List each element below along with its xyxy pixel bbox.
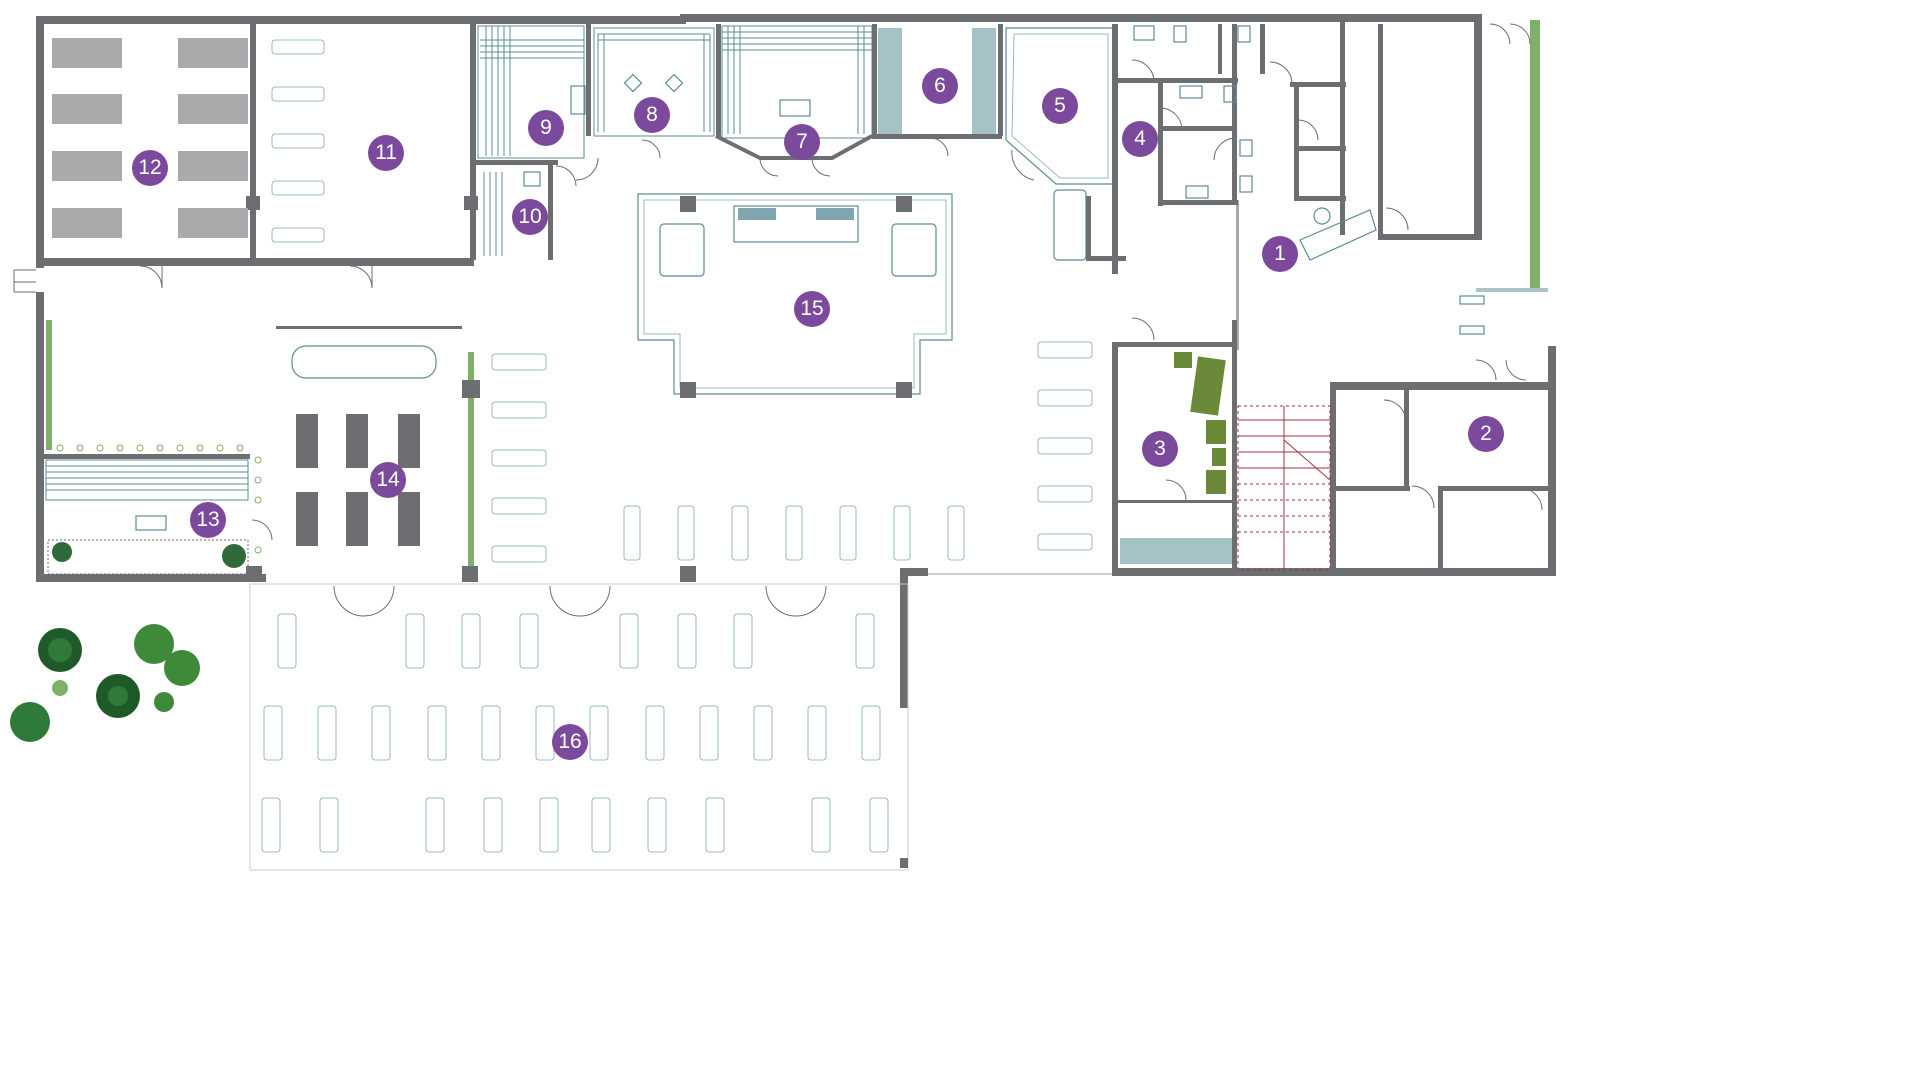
marker-5: 5 — [1042, 88, 1078, 124]
marker-16: 16 — [552, 724, 588, 760]
room-3 — [1112, 317, 1237, 576]
reception-area — [1236, 20, 1548, 381]
sauna-rooms — [476, 24, 873, 260]
marker-1: 1 — [1262, 236, 1298, 272]
area-14 — [246, 326, 696, 582]
marker-12: 12 — [132, 150, 168, 186]
marker-4: 4 — [1122, 121, 1158, 157]
marker-3: 3 — [1142, 431, 1178, 467]
treatment-tables — [52, 38, 248, 238]
rooms-5-6 — [872, 24, 1126, 274]
floor-plan — [10, 14, 1556, 871]
rooms-11-12 — [44, 24, 478, 289]
room-13 — [13, 269, 273, 575]
marker-11: 11 — [368, 135, 404, 171]
marker-2: 2 — [1468, 416, 1504, 452]
terrace-16 — [249, 583, 909, 871]
marker-9: 9 — [528, 110, 564, 146]
offices-2 — [1330, 382, 1548, 576]
marker-13: 13 — [190, 502, 226, 538]
loungers-main-hall — [623, 505, 965, 561]
marker-8: 8 — [634, 97, 670, 133]
marker-14: 14 — [370, 462, 406, 498]
restroom-area — [1118, 24, 1265, 206]
marker-10: 10 — [512, 199, 548, 235]
marker-7: 7 — [784, 124, 820, 160]
trees — [10, 624, 200, 742]
marker-15: 15 — [794, 291, 830, 327]
stairs — [1237, 405, 1331, 571]
marker-6: 6 — [922, 68, 958, 104]
pool-15 — [637, 193, 953, 398]
loungers-area-14 — [491, 341, 1093, 563]
loungers-room-11 — [271, 39, 325, 243]
outer-walls — [36, 14, 1556, 708]
